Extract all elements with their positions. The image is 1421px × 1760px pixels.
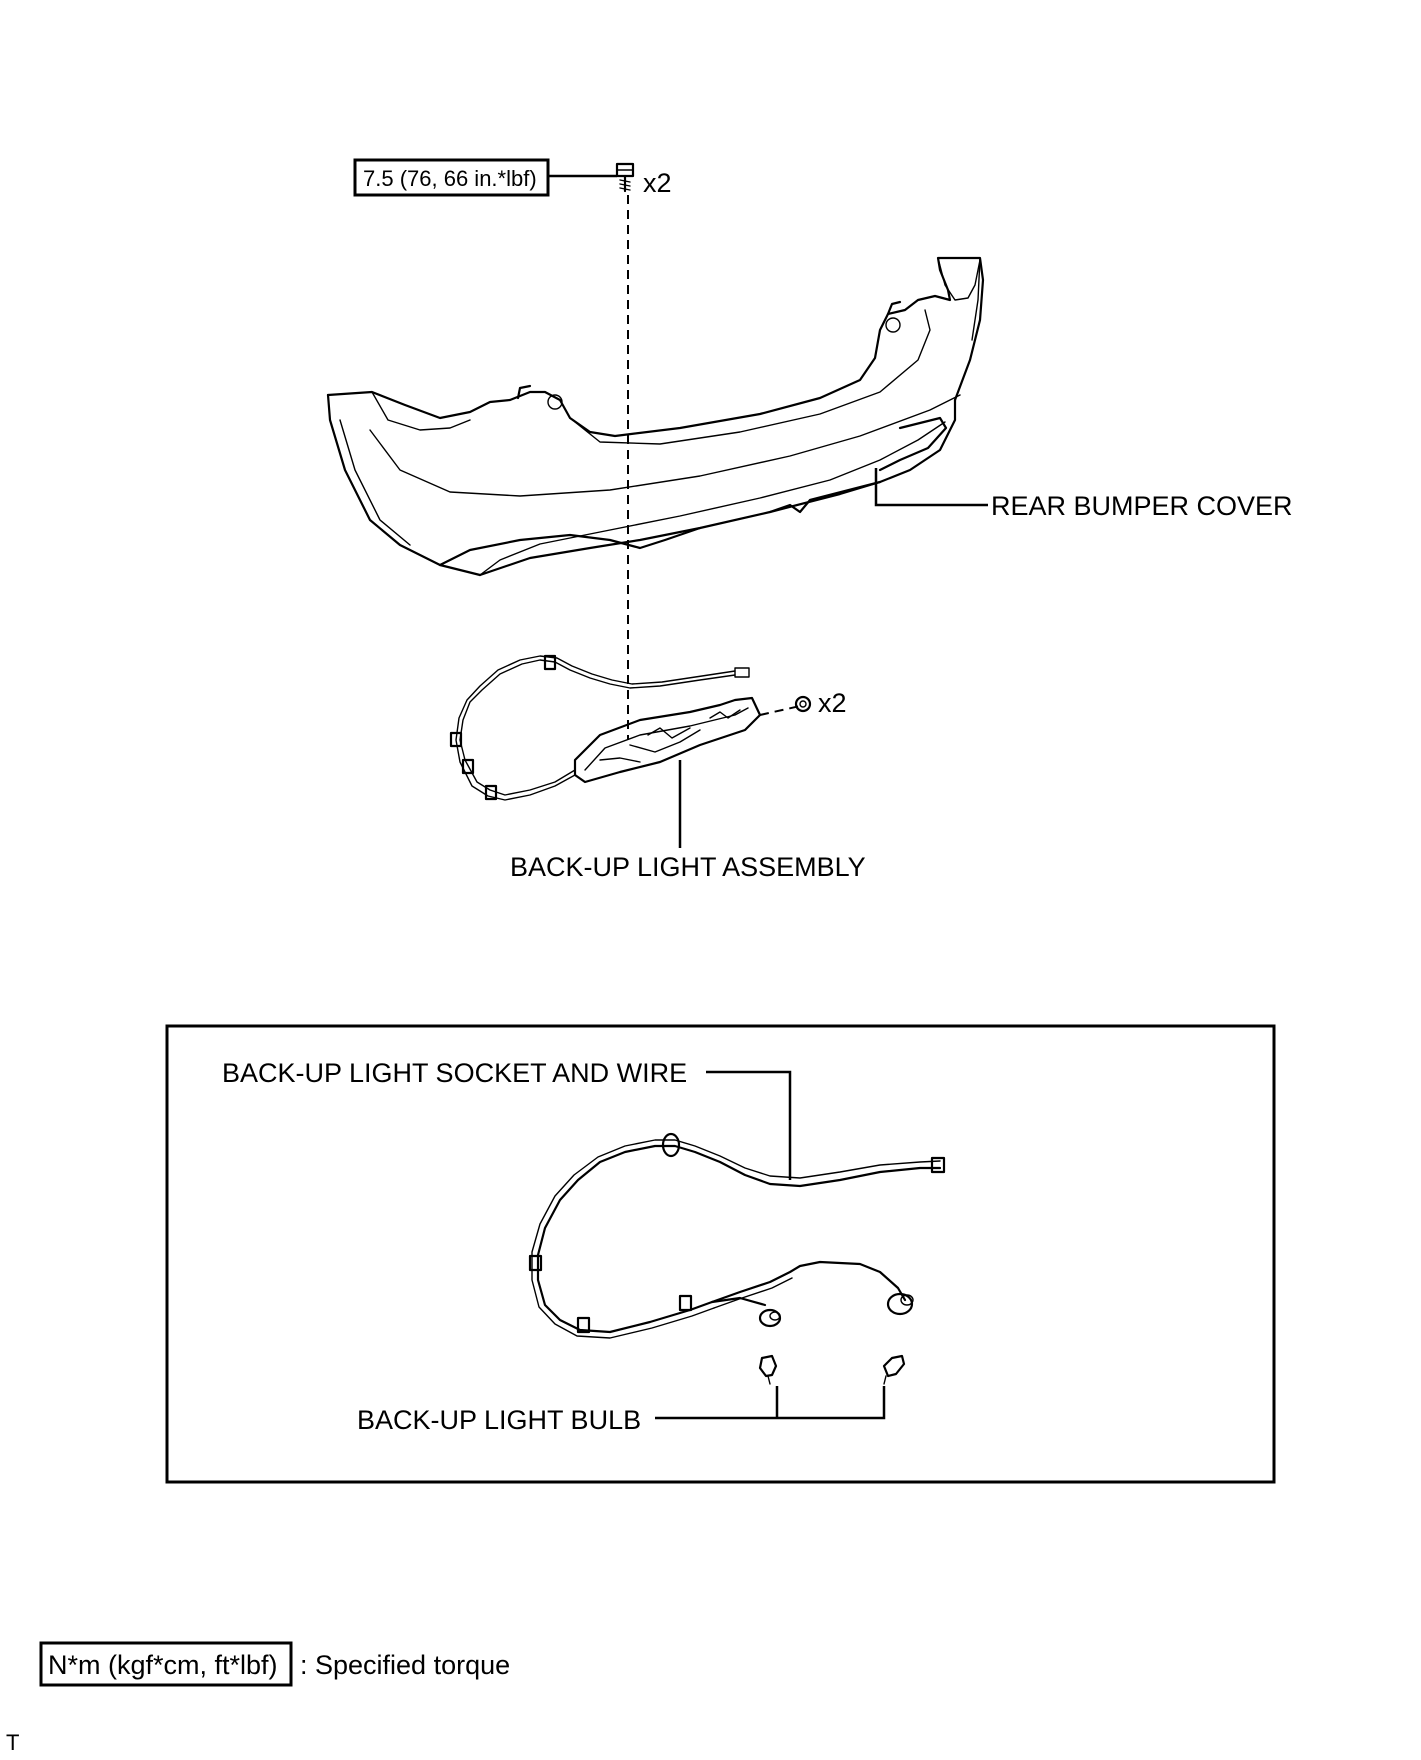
legend-description: : Specified torque: [300, 1650, 510, 1680]
bolt-icon: [615, 162, 635, 193]
clip-guide-line: [759, 705, 801, 716]
rear-bumper-leader-line: [874, 468, 988, 507]
bulb-icon: [758, 1354, 778, 1385]
backup-light-assembly-drawing: [449, 654, 762, 801]
label-rear-bumper-cover: REAR BUMPER COVER: [991, 491, 1293, 521]
legend-box-text: N*m (kgf*cm, ft*lbf): [48, 1650, 278, 1680]
detail-box: [165, 1024, 1276, 1484]
socket-left-icon: [758, 1308, 782, 1328]
clip-quantity: x2: [818, 688, 847, 718]
bulb-leader-line: [655, 1386, 886, 1420]
page-mark: T: [6, 1730, 19, 1755]
bulb-icon: [882, 1354, 906, 1385]
torque-callout-box: [353, 158, 550, 197]
socket-right-icon: [886, 1292, 914, 1316]
torque-callout: 7.5 (76, 66 in.*lbf): [353, 158, 617, 197]
label-backup-light-assembly: BACK-UP LIGHT ASSEMBLY: [510, 852, 866, 882]
clip-icon: [794, 695, 812, 713]
label-socket-and-wire: BACK-UP LIGHT SOCKET AND WIRE: [222, 1058, 687, 1088]
torque-legend: N*m (kgf*cm, ft*lbf) : Specified torque: [39, 1641, 510, 1687]
rear-bumper-cover-drawing: [326, 256, 985, 577]
torque-callout-text: 7.5 (76, 66 in.*lbf): [363, 166, 537, 191]
legend-box: [39, 1641, 293, 1687]
socket-leader-line: [706, 1070, 792, 1180]
wire-harness-drawing: [528, 1132, 946, 1339]
bolt-quantity: x2: [643, 168, 672, 198]
label-backup-light-bulb: BACK-UP LIGHT BULB: [357, 1405, 641, 1435]
